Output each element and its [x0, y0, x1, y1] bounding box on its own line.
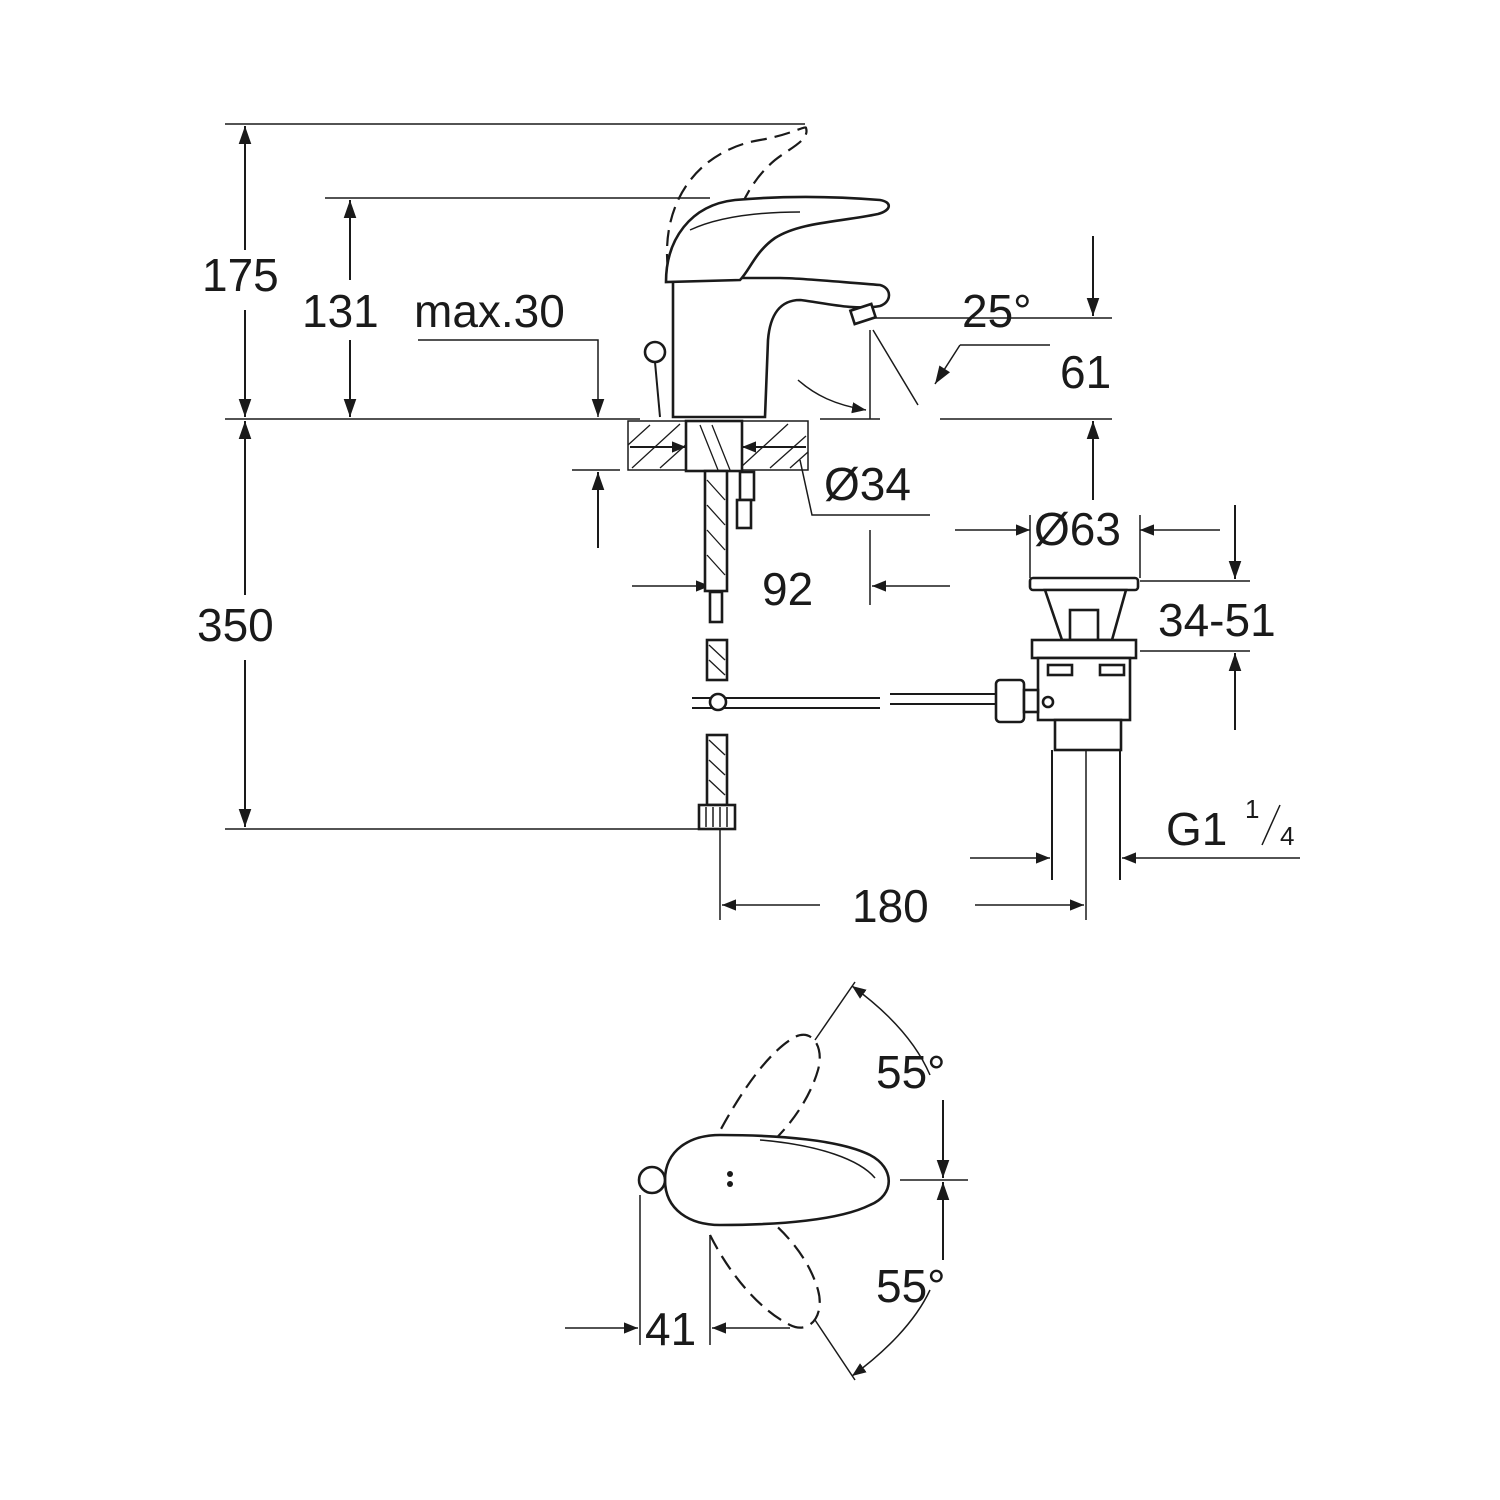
lever-angle-upper-label: 55°: [876, 1046, 946, 1098]
spout-projection-label: 61: [1060, 346, 1111, 398]
lever-angle-lower-label: 55°: [876, 1260, 946, 1312]
plug-diameter-label: Ø63: [1034, 503, 1121, 555]
waste-thread-label: G1: [1166, 803, 1227, 855]
pop-up-rod: [692, 692, 1000, 712]
waste-distance-dimension-line: [719, 829, 1084, 920]
max-thickness-label: max.30: [414, 285, 565, 337]
hole-diameter-label: Ø34: [824, 458, 911, 510]
waste-range-dimension-line: [1140, 505, 1250, 730]
waste-valve: [994, 576, 1140, 920]
supply-hose: [684, 419, 756, 831]
total-height-label: 175: [202, 249, 279, 301]
offset-92-dimension-line: [632, 330, 950, 605]
waste-distance-label: 180: [852, 880, 929, 932]
waste-thread-fraction-denominator: 4: [1280, 821, 1294, 851]
faucet-body: [643, 126, 891, 419]
plug-diameter-dimension-line: [955, 515, 1220, 578]
waste-range-label: 34-51: [1158, 594, 1276, 646]
spout-angle-label: 25°: [962, 285, 1032, 337]
top-view: 55° 55° 41: [565, 981, 968, 1381]
hose-length-label: 350: [197, 599, 274, 651]
spout-height-label: 131: [302, 285, 379, 337]
spout-angle-dimension: [797, 329, 1050, 414]
side-view: 175 350 131 max.30 Ø34: [197, 123, 1300, 932]
mounting-offset-label: 92: [762, 563, 813, 615]
lever-offset-label: 41: [645, 1303, 696, 1355]
max-thickness-dimension-line: [418, 339, 620, 548]
waste-thread-fraction-numerator: 1: [1245, 794, 1259, 824]
